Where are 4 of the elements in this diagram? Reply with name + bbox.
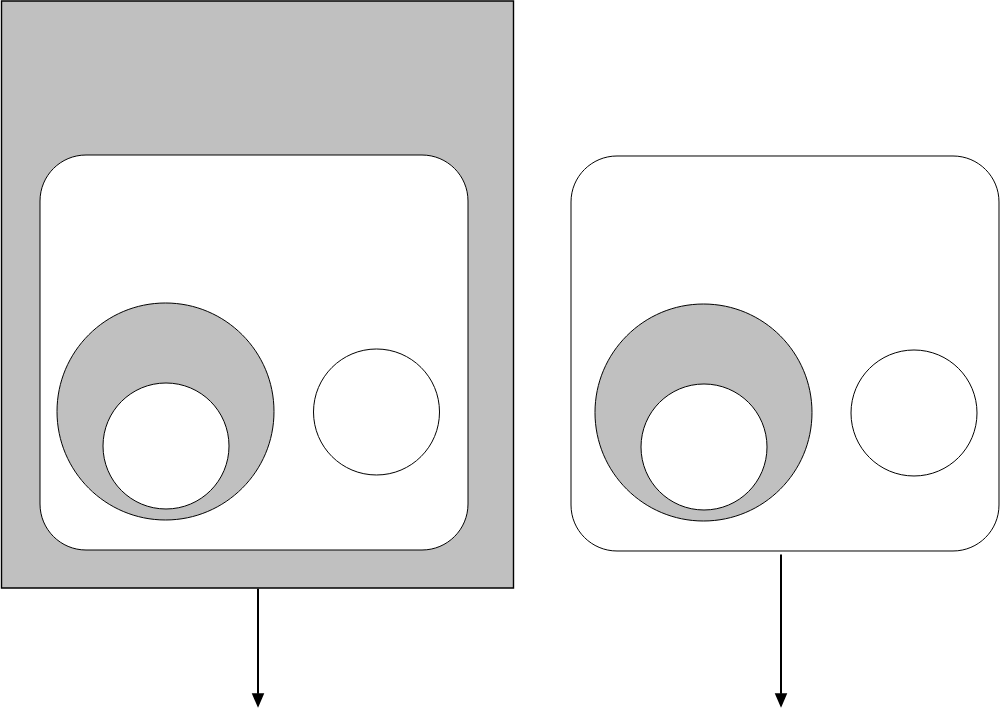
small-circle bbox=[313, 348, 440, 476]
inner-circle bbox=[640, 383, 768, 511]
inner-circle bbox=[102, 382, 230, 510]
small-circle bbox=[850, 349, 978, 477]
